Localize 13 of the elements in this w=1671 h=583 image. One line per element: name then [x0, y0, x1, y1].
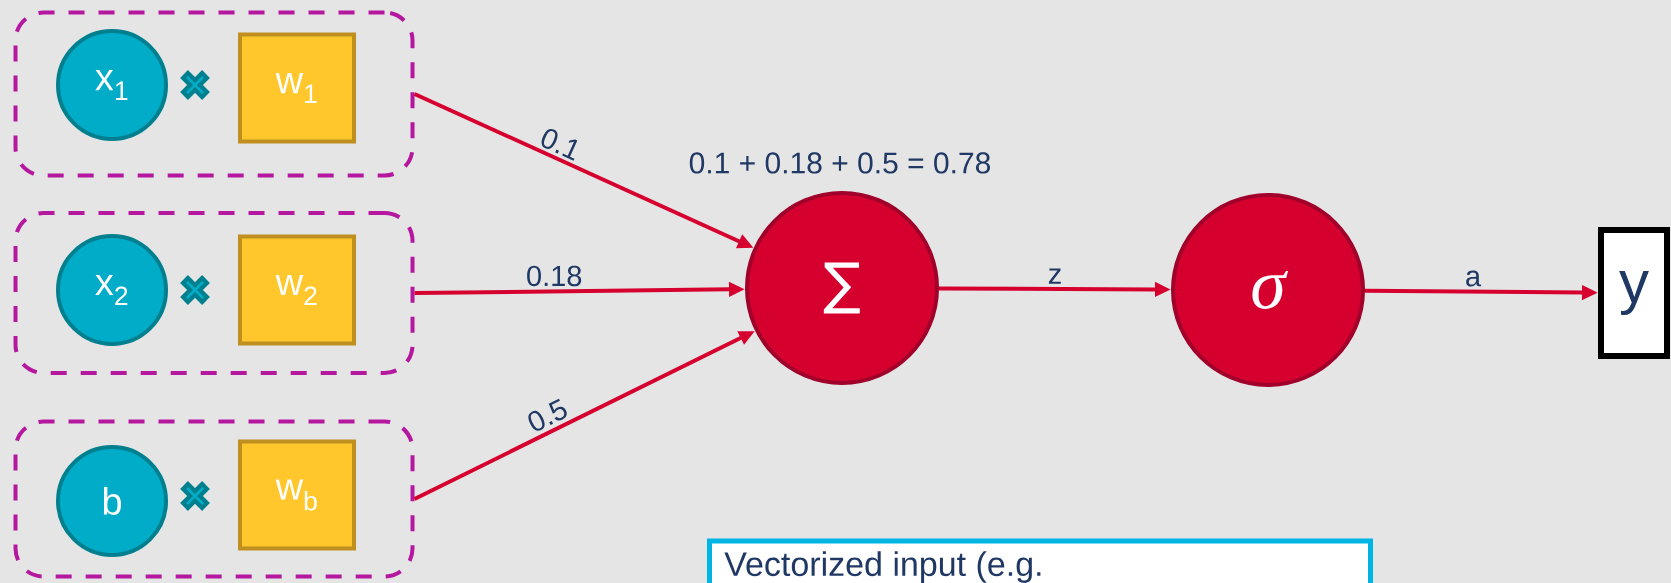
edge-label: 0.5 [528, 398, 567, 431]
edge-label: 0.18 [527, 265, 582, 287]
weight-square: w$_{1}$ [238, 32, 356, 144]
text-box: Vectorized input (e.g. [707, 538, 1373, 583]
output-box: y [1598, 227, 1670, 359]
edge-label: 0.1 [541, 128, 578, 161]
edge-label: a [1466, 270, 1482, 287]
dashed-group-box [13, 419, 415, 579]
weight-square: w$_{2}$ [238, 234, 356, 346]
dashed-group-box [13, 10, 415, 178]
edge-label: z [1048, 268, 1061, 284]
dashed-group-box [13, 211, 415, 375]
weight-square: w$_{b}$ [238, 439, 356, 551]
